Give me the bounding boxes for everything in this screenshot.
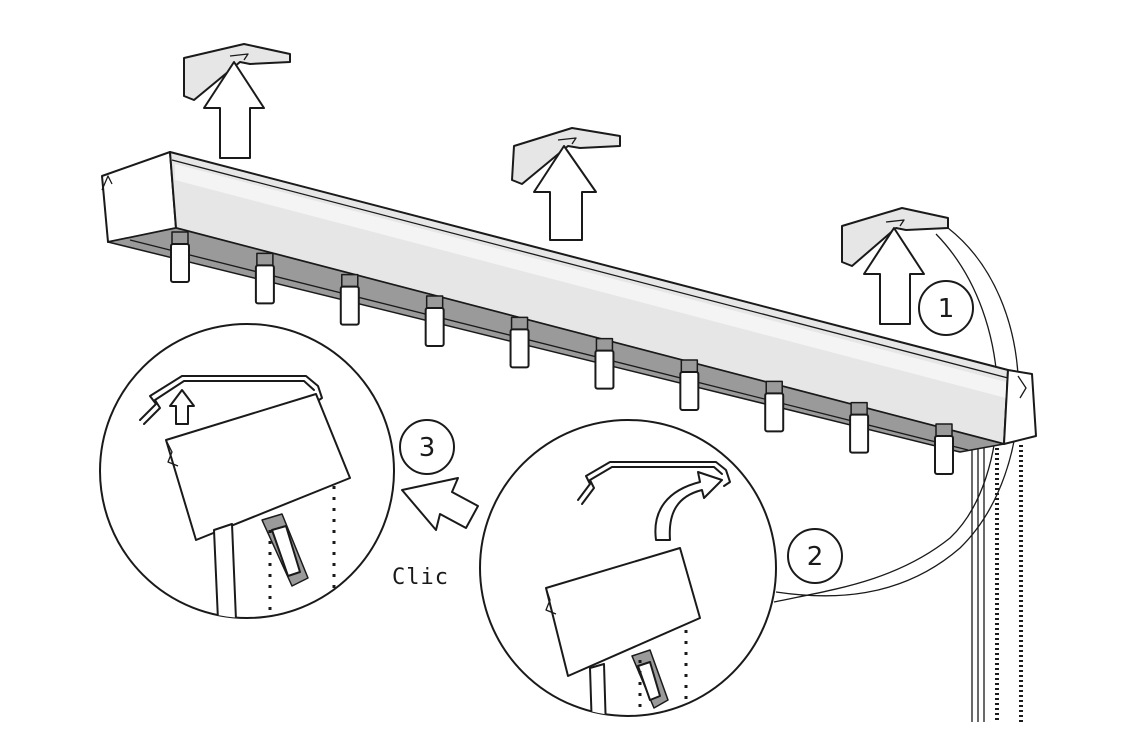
step-badge-2: 2 — [787, 528, 843, 584]
step-badge-3: 3 — [399, 419, 455, 475]
up-arrow-middle — [533, 145, 597, 241]
carrier — [509, 316, 530, 369]
detail-connector — [773, 227, 1020, 603]
carrier — [339, 273, 360, 326]
carrier — [679, 359, 700, 411]
bracket-middle — [511, 127, 621, 185]
carrier — [424, 295, 445, 347]
blind-carriers — [170, 231, 954, 475]
left-arrow — [401, 477, 479, 531]
carrier — [934, 423, 954, 475]
step-number-2: 2 — [807, 542, 824, 572]
step-badge-1: 1 — [918, 280, 974, 336]
carrier — [849, 401, 870, 454]
click-label: Clic — [392, 565, 449, 590]
bracket-left — [183, 43, 291, 101]
carrier — [254, 252, 275, 305]
step-number-3: 3 — [419, 433, 436, 463]
up-arrow-left — [203, 61, 265, 159]
carrier — [170, 231, 190, 283]
step-number-1: 1 — [938, 294, 955, 324]
carrier — [764, 380, 785, 433]
detail-circle-3 — [99, 323, 395, 619]
up-arrow-right — [863, 227, 925, 325]
bracket-right — [841, 207, 949, 267]
pull-cords — [971, 445, 1023, 722]
detail-circle-2 — [479, 419, 777, 717]
carrier — [594, 337, 615, 390]
